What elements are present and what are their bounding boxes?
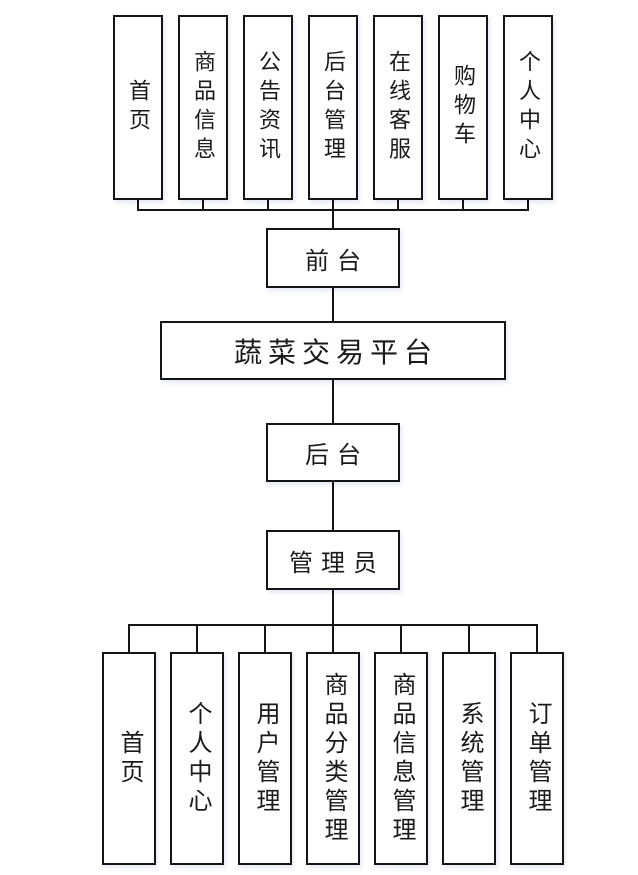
connector-top-stub bbox=[527, 200, 529, 211]
node-admin-order-mgmt: 订单管理 bbox=[510, 652, 564, 865]
connector-frontend-to-title bbox=[332, 288, 334, 321]
connector-backend-to-admin bbox=[332, 482, 334, 530]
connector-top-stub bbox=[137, 200, 139, 211]
node-frontend-backstage-mgmt-label: 后台管理 bbox=[321, 49, 346, 166]
node-admin-home-label: 首页 bbox=[116, 729, 142, 788]
node-frontend-personal-center: 个人中心 bbox=[503, 15, 553, 200]
node-admin-order-mgmt-label: 订单管理 bbox=[524, 700, 550, 817]
node-frontend-home-label: 首页 bbox=[126, 78, 151, 137]
node-admin-product-category-mgmt: 商品分类管理 bbox=[306, 652, 360, 865]
node-frontend-online-service-label: 在线客服 bbox=[386, 49, 411, 166]
node-backend-label: 后台 bbox=[305, 443, 369, 469]
node-admin: 管理员 bbox=[266, 530, 400, 590]
node-admin-product-category-mgmt-label: 商品分类管理 bbox=[320, 671, 346, 846]
connector-top-stub bbox=[202, 200, 204, 211]
connector-bottom-stub bbox=[536, 624, 538, 653]
node-admin-home: 首页 bbox=[102, 652, 156, 865]
node-frontend-personal-center-label: 个人中心 bbox=[516, 49, 541, 166]
connector-top-stub bbox=[267, 200, 269, 211]
node-admin-user-mgmt: 用户管理 bbox=[238, 652, 292, 865]
node-frontend-announcements-label: 公告资讯 bbox=[256, 49, 281, 166]
connector-top-stub bbox=[462, 200, 464, 211]
node-backend: 后台 bbox=[266, 423, 400, 482]
node-frontend-label: 前台 bbox=[305, 248, 369, 275]
connector-top-stub bbox=[397, 200, 399, 211]
node-admin-label: 管理员 bbox=[289, 550, 385, 577]
connector-bottom-stub bbox=[128, 624, 130, 653]
node-platform-title: 蔬菜交易平台 bbox=[160, 321, 506, 380]
node-frontend-cart: 购物车 bbox=[438, 15, 488, 200]
node-frontend-product-info: 商品信息 bbox=[178, 15, 228, 200]
node-frontend-announcements: 公告资讯 bbox=[243, 15, 293, 200]
node-frontend: 前台 bbox=[266, 228, 400, 288]
connector-bottom-stub bbox=[400, 624, 402, 653]
connector-bottom-stub bbox=[264, 624, 266, 653]
node-admin-system-mgmt-label: 系统管理 bbox=[456, 700, 482, 817]
connector-title-to-backend bbox=[332, 380, 334, 423]
connector-bus-to-frontend bbox=[332, 209, 334, 228]
connector-admin-to-bus bbox=[332, 590, 334, 626]
node-frontend-backstage-mgmt: 后台管理 bbox=[308, 15, 358, 200]
node-platform-title-label: 蔬菜交易平台 bbox=[233, 337, 438, 369]
node-admin-personal-center: 个人中心 bbox=[170, 652, 224, 865]
connector-top-stub bbox=[332, 200, 334, 211]
connector-bottom-stub bbox=[468, 624, 470, 653]
node-frontend-product-info-label: 商品信息 bbox=[191, 49, 216, 166]
node-admin-personal-center-label: 个人中心 bbox=[184, 700, 210, 817]
node-admin-product-info-mgmt-label: 商品信息管理 bbox=[388, 671, 414, 846]
connector-bottom-stub bbox=[196, 624, 198, 653]
node-frontend-cart-label: 购物车 bbox=[451, 64, 476, 151]
node-frontend-online-service: 在线客服 bbox=[373, 15, 423, 200]
node-frontend-home: 首页 bbox=[113, 15, 163, 200]
node-admin-system-mgmt: 系统管理 bbox=[442, 652, 496, 865]
node-admin-product-info-mgmt: 商品信息管理 bbox=[374, 652, 428, 865]
connector-bottom-stub bbox=[332, 624, 334, 653]
node-admin-user-mgmt-label: 用户管理 bbox=[252, 700, 278, 817]
